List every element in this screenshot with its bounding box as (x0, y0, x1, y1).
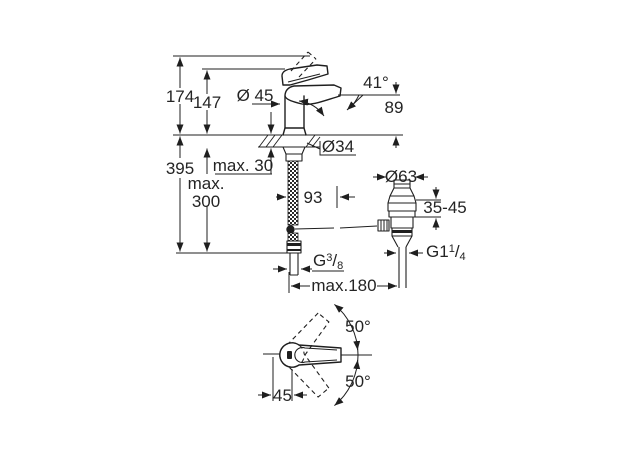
dim-swivel-down: 50° (345, 372, 371, 391)
deck-hatch (258, 134, 321, 148)
dim-handle-offset: 45 (273, 386, 292, 405)
supply-ferrule-band (287, 243, 301, 246)
dim-total-height: 395 (166, 159, 194, 178)
supply-tube (289, 253, 299, 276)
dim-swivel-up: 50° (345, 317, 371, 336)
shank-and-supply (286, 160, 378, 276)
faucet-spout (284, 84, 342, 106)
pop-up-rod (294, 225, 378, 230)
supply-ferrule-band2 (287, 249, 301, 251)
dim-deck-clamp-range: 35-45 (423, 198, 466, 217)
supply-ferrule (286, 240, 302, 254)
dim-spout-angle: 41° (363, 73, 389, 92)
front-view: 174 147 395 max. 300 max. 30 Ø 45 (166, 51, 467, 295)
handle-rotated-down-dashed (279, 342, 330, 398)
faucet-lever (281, 64, 329, 86)
handle-top-inner (294, 346, 338, 364)
spout-swivel-arc (298, 98, 325, 117)
waste-tailpipe (398, 247, 407, 288)
waste-taper (391, 235, 413, 248)
lever-raised-dashed (290, 51, 317, 78)
drain-assembly (377, 179, 417, 288)
threaded-shank-lower (287, 232, 299, 242)
faucet-body-column (284, 95, 305, 129)
faucet-base (282, 127, 307, 136)
dim-hose-max-1: max. (188, 174, 225, 193)
dim-waste-flange: Ø63 (385, 167, 417, 186)
rod-knob-knurl (380, 220, 388, 231)
faucet-lever-detail (287, 73, 321, 83)
mounting-deck (173, 134, 403, 162)
dim-body-height: 147 (193, 93, 221, 112)
mounting-washer (282, 146, 306, 155)
dim-rod-offset: 93 (304, 188, 323, 207)
dim-shank-diameter: Ø34 (322, 137, 354, 156)
dim-hose-max-2: 300 (192, 192, 220, 211)
waste-clamp-ring (388, 210, 416, 218)
faucet-outline (281, 51, 342, 136)
top-view: 50° 50° 45 (258, 304, 372, 406)
rod-ball-joint (286, 225, 295, 234)
dim-waste-thread: G11/4 (426, 242, 466, 263)
dim-spout-height: 89 (385, 98, 404, 117)
threaded-shank (287, 160, 299, 226)
mounting-nut (285, 153, 303, 162)
dim-lever-height: 174 (166, 87, 194, 106)
handle-button (287, 351, 292, 359)
dim-lever-diameter: Ø 45 (237, 86, 274, 105)
dim-supply-thread: G3/8 (313, 251, 343, 272)
dim-deck-max: max. 30 (213, 156, 273, 175)
handle-rotated-up-dashed (279, 312, 330, 368)
waste-body (390, 216, 414, 229)
dim-reach-max: max.180 (311, 276, 376, 295)
waste-seal-band (392, 230, 412, 233)
waste-flange (387, 187, 417, 212)
front-dimensions: 174 147 395 max. 300 max. 30 Ø 45 (166, 55, 467, 295)
